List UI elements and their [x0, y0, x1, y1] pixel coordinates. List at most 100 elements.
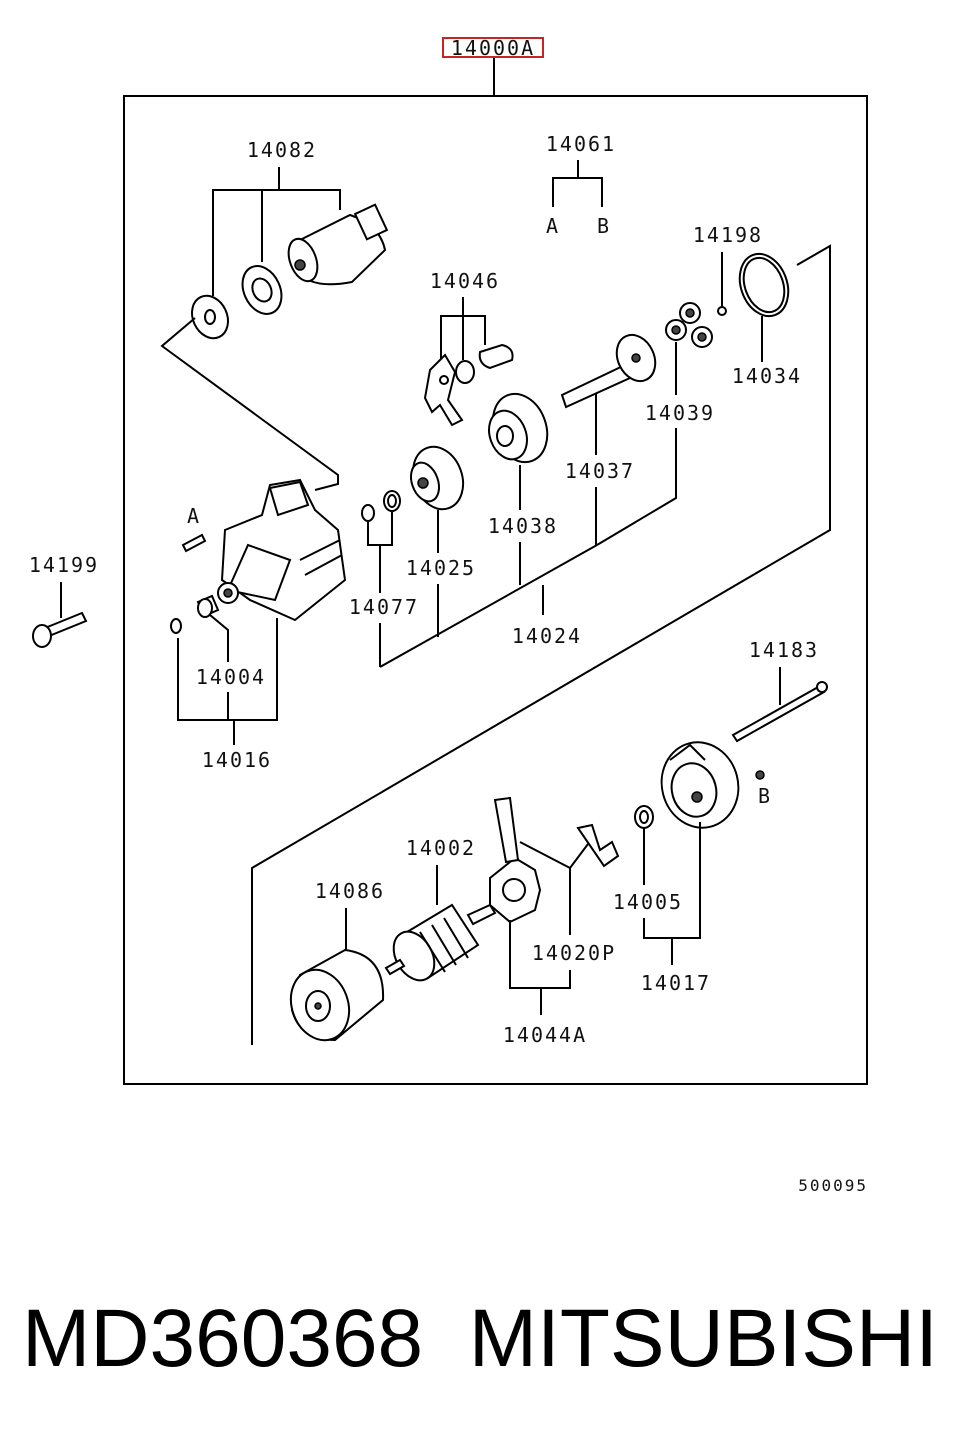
internal-gear: [488, 392, 549, 464]
drawing-stroke: [670, 762, 718, 818]
drawing-stroke: [384, 958, 406, 976]
through-bolt: [731, 681, 828, 743]
drawing-stroke: [353, 203, 389, 241]
front-bracket: [217, 478, 347, 622]
callout-p14037[interactable]: 14037: [565, 459, 635, 483]
drawing-stroke: [251, 244, 831, 1045]
assembly-frame: [123, 95, 868, 1085]
yoke-assembly: [289, 948, 385, 1042]
caption-brand: MITSUBISHI: [469, 1293, 938, 1384]
drawing-stroke: [576, 823, 620, 868]
pinion-shaft: [560, 333, 657, 409]
drawing-stroke: [519, 841, 589, 870]
solenoid-switch: [287, 203, 389, 286]
solenoid-gasket: [241, 265, 283, 315]
drawing-stroke: [552, 177, 603, 207]
mounting-bolt: [32, 611, 88, 648]
callout-p14002[interactable]: 14002: [406, 836, 476, 860]
drawing-stroke: [466, 903, 497, 926]
callout-p14034[interactable]: 14034: [732, 364, 802, 388]
callout-screwb[interactable]: B: [758, 784, 772, 808]
drawing-stroke: [204, 309, 216, 325]
callout-p14044a[interactable]: 14044A: [503, 1023, 587, 1047]
callout-p14024[interactable]: 14024: [512, 624, 582, 648]
screw-b: [755, 770, 765, 780]
callout-p14046[interactable]: 14046: [430, 269, 500, 293]
drawing-stroke: [697, 332, 707, 342]
drawing-stroke: [691, 791, 703, 803]
callout-p14183[interactable]: 14183: [749, 638, 819, 662]
drawing-stroke: [160, 317, 339, 491]
callout-p14039[interactable]: 14039: [645, 401, 715, 425]
callout-p14004[interactable]: 14004: [196, 665, 266, 689]
callout-p14199[interactable]: 14199: [29, 553, 99, 577]
drawing-stroke: [299, 539, 343, 576]
callout-p14198[interactable]: 14198: [693, 223, 763, 247]
callout-p14025[interactable]: 14025: [406, 556, 476, 580]
drawing-stroke: [502, 878, 526, 902]
lever-spring: [455, 360, 475, 384]
drawing-stroke: [387, 494, 397, 508]
callout-p14061[interactable]: 14061: [546, 132, 616, 156]
callout-p14020p[interactable]: 14020P: [532, 941, 616, 965]
drawing-stroke: [669, 743, 706, 761]
drawing-stroke: [671, 325, 681, 335]
drawing-stroke: [631, 353, 641, 363]
callout-p14086[interactable]: 14086: [315, 879, 385, 903]
callout-p14005[interactable]: 14005: [613, 890, 683, 914]
drawing-stroke: [212, 189, 341, 296]
callout-p14017[interactable]: 14017: [641, 971, 711, 995]
drawing-stroke: [251, 277, 273, 303]
rear-bracket: [660, 741, 740, 829]
drawing-stroke: [314, 1002, 322, 1010]
armature: [384, 903, 497, 982]
drawing-stroke: [742, 256, 786, 314]
drawing-stroke: [268, 480, 310, 517]
solenoid-plate: [191, 294, 229, 340]
drawing-stroke: [419, 917, 469, 973]
drawing-stroke: [596, 428, 677, 546]
bushing: [196, 594, 220, 618]
brush-holder: [489, 796, 542, 924]
callout-p14038[interactable]: 14038: [488, 514, 558, 538]
drive-lever: [423, 353, 464, 427]
drawing-stroke: [731, 684, 826, 743]
callout-p14016[interactable]: 14016: [202, 748, 272, 772]
callout-p14061a[interactable]: A: [546, 214, 560, 238]
callout-p14082[interactable]: 14082: [247, 138, 317, 162]
ball: [717, 306, 727, 316]
drawing-code: 500095: [798, 1176, 868, 1195]
gear-housing-ring: [738, 252, 790, 318]
drawing-stroke: [496, 425, 514, 447]
overrunning-clutch: [409, 445, 465, 511]
drawing-stroke: [417, 477, 429, 489]
drawing-stroke: [643, 822, 701, 939]
drawing-stroke: [209, 614, 229, 662]
drawing-stroke: [493, 796, 520, 864]
caption-part-number: MD360368: [22, 1293, 423, 1384]
callout-p14061b[interactable]: B: [597, 214, 611, 238]
screw-a: [181, 533, 207, 553]
rear-bushing: [634, 805, 654, 829]
stop-ring: [361, 504, 375, 522]
assembly-label[interactable]: 14000A: [451, 36, 535, 60]
drawing-stroke: [816, 681, 828, 693]
drawing-stroke: [287, 237, 319, 283]
drawing-stroke: [685, 308, 695, 318]
drawing-stroke: [423, 353, 464, 427]
drawing-stroke: [32, 624, 52, 648]
drawing-stroke: [294, 259, 306, 271]
drawing-stroke: [379, 544, 598, 668]
drawing-stroke: [197, 598, 213, 618]
callout-p14077[interactable]: 14077: [349, 595, 419, 619]
front-ring: [170, 618, 182, 634]
brush-lead: [576, 823, 620, 868]
drawing-stroke: [639, 810, 649, 824]
callout-screwa[interactable]: A: [187, 504, 201, 528]
drawing-stroke: [226, 543, 292, 602]
drawing-stroke: [439, 375, 449, 385]
drawing-stroke: [223, 588, 233, 598]
planetary-gears: [665, 302, 713, 348]
